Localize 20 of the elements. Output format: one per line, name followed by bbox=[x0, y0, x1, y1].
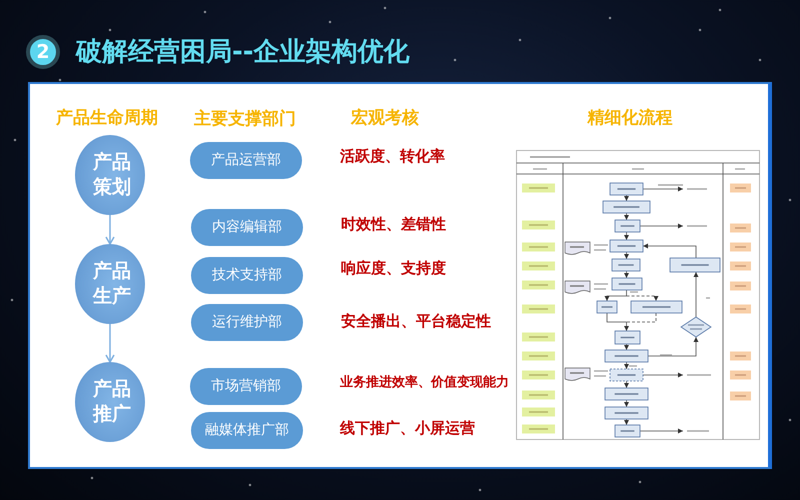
metric-text: 线下推广、小屏运营 bbox=[340, 418, 475, 438]
metric-text: 安全播出、平台稳定性 bbox=[341, 311, 491, 331]
column-heading: 主要支撑部门 bbox=[193, 108, 297, 130]
department-pill: 技术支持部 bbox=[191, 256, 303, 294]
department-pill: 运行维护部 bbox=[191, 304, 303, 340]
slide-title: 破解经营困局--企业架构优化 bbox=[76, 36, 410, 69]
department-pill: 市场营销部 bbox=[190, 368, 302, 404]
number-badge: 2 bbox=[26, 35, 60, 69]
metric-text: 业务推进效率、价值变现能力 bbox=[340, 374, 509, 392]
arrow bbox=[105, 324, 115, 363]
metric-text: 时效性、差错性 bbox=[341, 214, 446, 234]
department-pill: 内容编辑部 bbox=[191, 208, 303, 246]
department-pill: 产品运营部 bbox=[190, 142, 302, 178]
arrow bbox=[105, 215, 115, 245]
column-heading: 宏观考核 bbox=[350, 107, 420, 129]
column-heading: 产品生命周期 bbox=[54, 107, 159, 129]
department-pill: 融媒体推广部 bbox=[191, 412, 303, 448]
metric-text: 响应度、支持度 bbox=[341, 258, 446, 278]
column-heading: 精细化流程 bbox=[586, 107, 674, 129]
metric-text: 活跃度、转化率 bbox=[340, 146, 445, 166]
